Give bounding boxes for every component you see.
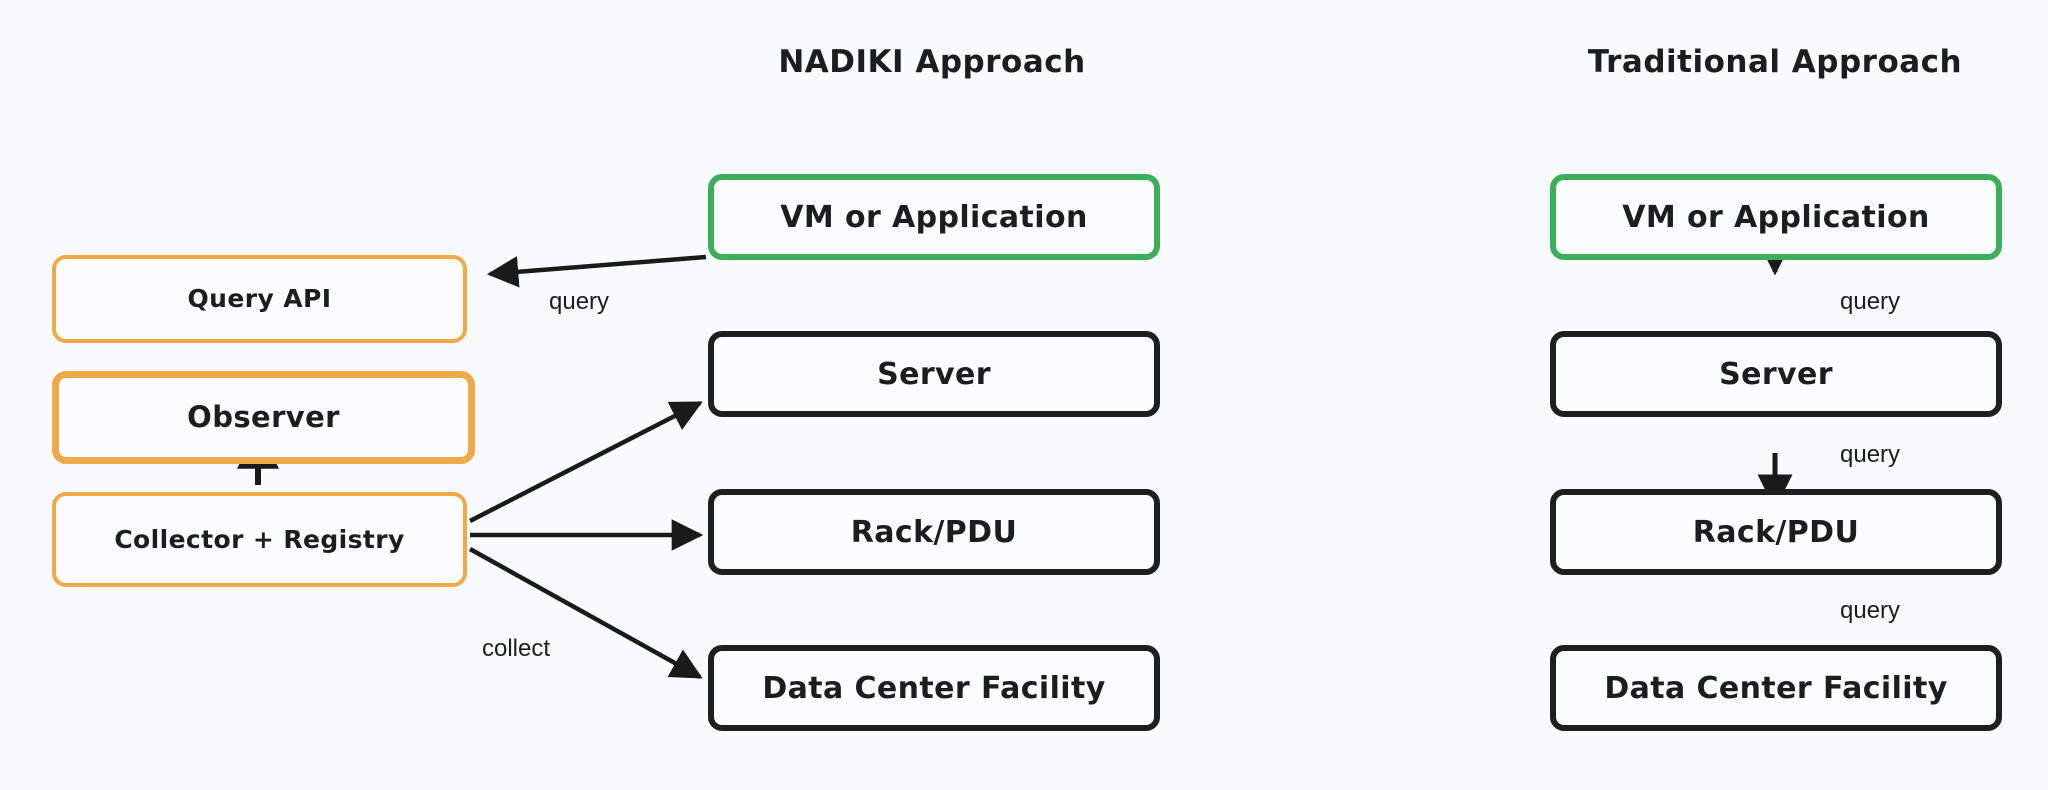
edge-label-trad-query-2: query [1840, 441, 1901, 468]
node-nadiki-data-center-facility-label: Data Center Facility [762, 670, 1106, 706]
edge-label-nadiki-collect: collect [482, 635, 551, 662]
node-collector-registry-label: Collector + Registry [114, 524, 405, 554]
node-nadiki-rack-pdu-label: Rack/PDU [850, 514, 1018, 550]
node-trad-vm-or-application[interactable]: VM or Application [1550, 174, 2002, 260]
node-trad-rack-pdu[interactable]: Rack/PDU [1550, 489, 2002, 575]
node-trad-rack-pdu-label: Rack/PDU [1692, 514, 1860, 550]
nadiki-approach-title: NADIKI Approach [778, 44, 1086, 80]
node-query-api[interactable]: Query API [52, 255, 467, 343]
node-collector-registry[interactable]: Collector + Registry [52, 492, 467, 587]
traditional-approach-title: Traditional Approach [1587, 44, 1963, 80]
node-observer[interactable]: Observer [52, 371, 475, 464]
node-query-api-label: Query API [187, 284, 332, 314]
node-trad-vm-or-application-label: VM or Application [1622, 199, 1930, 235]
node-nadiki-rack-pdu[interactable]: Rack/PDU [708, 489, 1160, 575]
node-nadiki-vm-or-application[interactable]: VM or Application [708, 174, 1160, 260]
edge-label-trad-query-3: query [1840, 597, 1901, 624]
node-nadiki-server[interactable]: Server [708, 331, 1160, 417]
arrow-collector-to-server [468, 400, 703, 524]
node-trad-data-center-facility-label: Data Center Facility [1604, 670, 1948, 706]
node-nadiki-server-label: Server [877, 356, 991, 392]
arrow-vm-to-query-api [486, 254, 707, 288]
node-nadiki-data-center-facility[interactable]: Data Center Facility [708, 645, 1160, 731]
edge-label-trad-query-1: query [1840, 288, 1901, 315]
node-nadiki-vm-or-application-label: VM or Application [780, 199, 1088, 235]
node-trad-server[interactable]: Server [1550, 331, 2002, 417]
node-trad-server-label: Server [1719, 356, 1833, 392]
node-observer-label: Observer [187, 399, 340, 434]
node-trad-data-center-facility[interactable]: Data Center Facility [1550, 645, 2002, 731]
edge-label-nadiki-query: query [549, 288, 610, 315]
